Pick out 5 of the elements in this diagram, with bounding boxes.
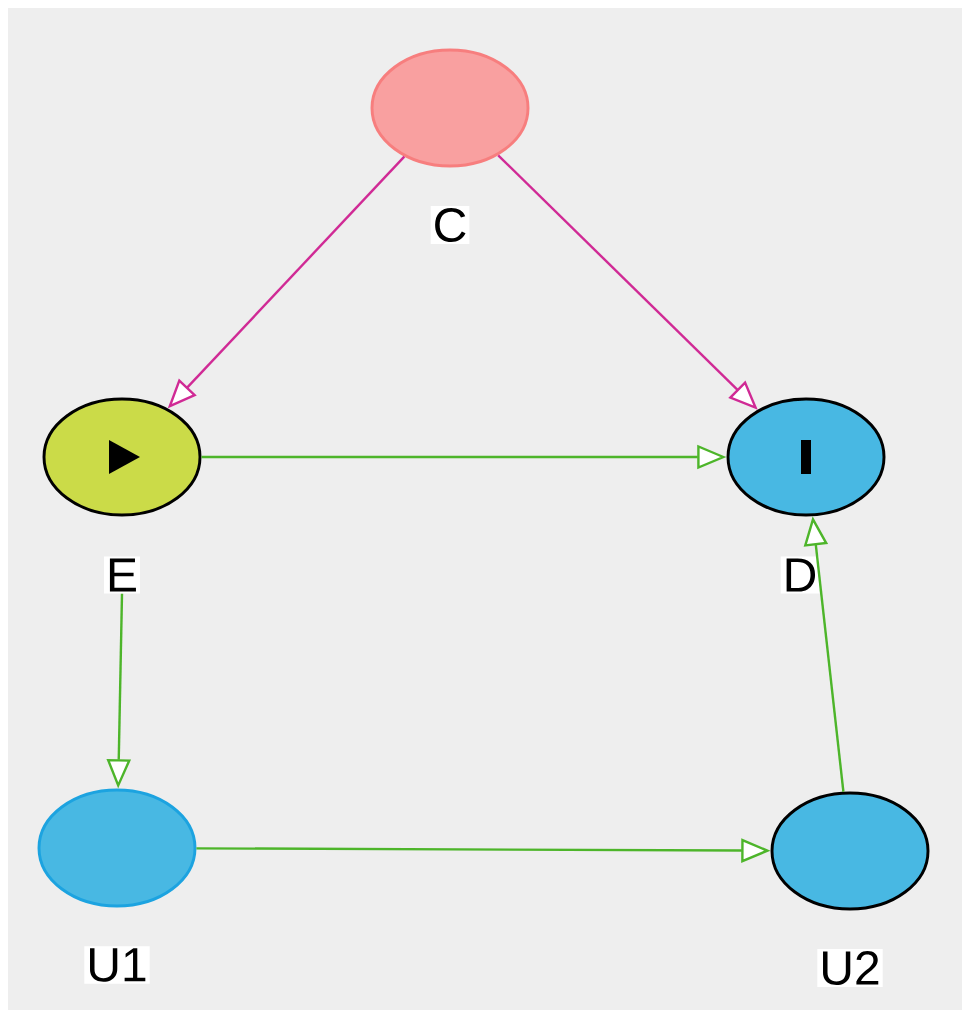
node-label: D <box>780 556 820 594</box>
node-label: C <box>430 206 470 244</box>
node-label: E <box>104 556 140 594</box>
node-label: U2 <box>817 949 883 987</box>
node-label: U1 <box>84 946 150 984</box>
